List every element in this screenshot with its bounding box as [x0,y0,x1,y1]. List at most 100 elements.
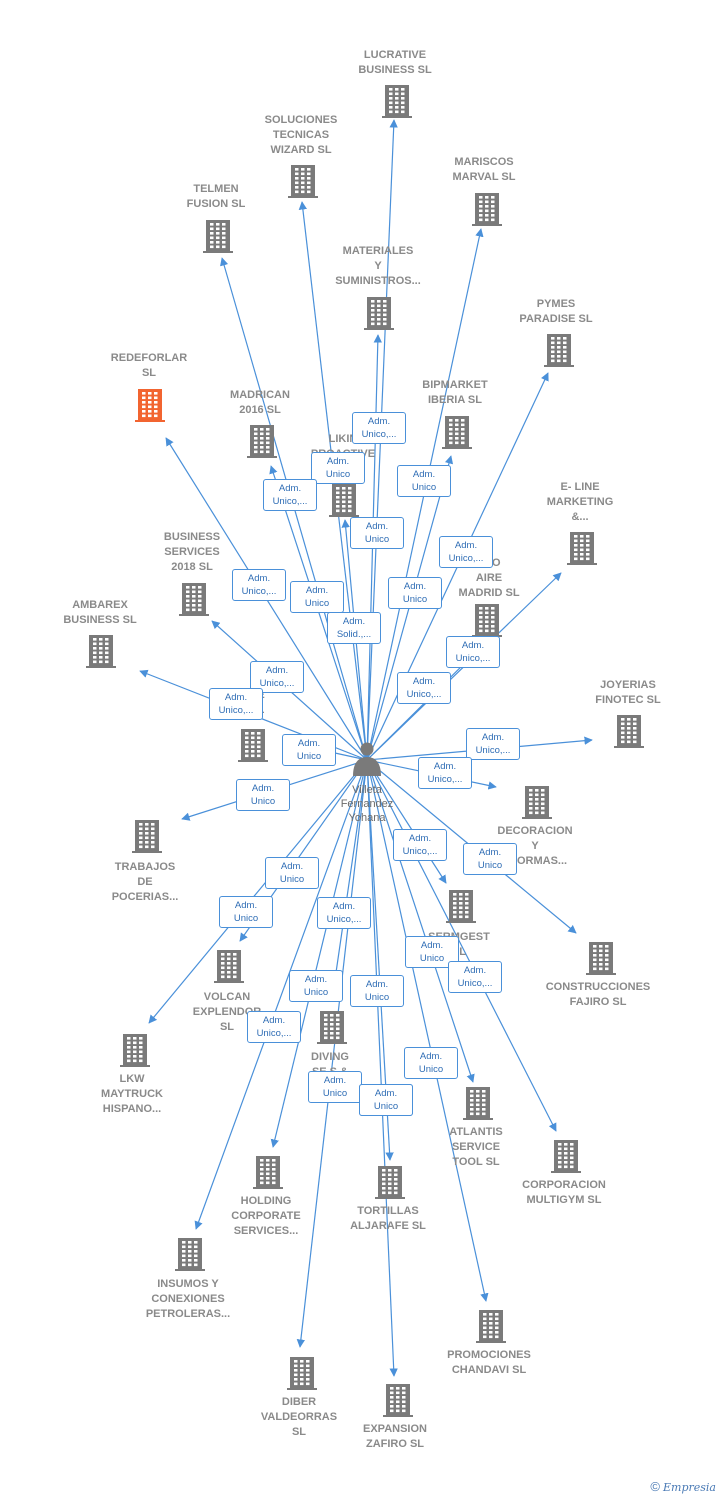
building-icon[interactable] [179,583,209,616]
building-icon[interactable] [317,1011,347,1044]
building-icon[interactable] [383,1384,413,1417]
company-label[interactable]: DECORACION Y EFORMAS... [497,825,573,867]
company-label[interactable]: LKW MAYTRUCK HISPANO... [101,1073,163,1115]
company-label[interactable]: TELMEN FUSION SL [186,183,246,210]
company-label[interactable]: LUCRATIVE BUSINESS SL [358,49,432,76]
ownership-edge [366,759,489,1302]
building-icon[interactable] [86,635,116,668]
building-icon[interactable] [442,416,472,449]
company-label[interactable]: JOYERIAS FINOTEC SL [595,679,661,706]
role-label[interactable]: Adm. Solid.,... [327,612,381,644]
role-label[interactable]: Adm. Unico [359,1084,413,1116]
building-icon[interactable] [586,942,616,975]
ownership-edge [328,759,368,1001]
role-label[interactable]: Adm. Unico [397,465,451,497]
company-label[interactable]: HOLDING CORPORATE SERVICES... [231,1195,301,1237]
building-icon[interactable] [522,786,552,819]
role-label[interactable]: Adm. Unico [236,779,290,811]
role-label[interactable]: Adm. Unico,... [247,1011,301,1043]
role-label[interactable]: Adm. Unico,... [439,536,493,568]
ownership-edge [366,759,398,1377]
role-label[interactable]: Adm. Unico [311,452,365,484]
role-label[interactable]: Adm. Unico [350,517,404,549]
ownership-edge [194,759,368,1230]
role-label[interactable]: Adm. Unico,... [317,897,371,929]
company-label[interactable]: MATERIALES Y SUMINISTROS... [335,245,421,287]
building-icon[interactable] [375,1166,405,1199]
building-icon[interactable] [329,484,359,517]
building-icon[interactable] [175,1238,205,1271]
role-label[interactable]: Adm. Unico [404,1047,458,1079]
role-label[interactable]: Adm. Unico [290,581,344,613]
building-icon[interactable] [132,820,162,853]
role-label[interactable]: Adm. Unico,... [232,569,286,601]
copyright-symbol: © [650,1479,660,1494]
role-label[interactable]: Adm. Unico [463,843,517,875]
building-icon[interactable] [238,729,268,762]
role-label[interactable]: Adm. Unico,... [466,728,520,760]
building-icon[interactable] [120,1034,150,1067]
ownership-edge [270,759,368,1148]
role-label[interactable]: Adm. Unico,... [448,961,502,993]
building-icon[interactable] [446,890,476,923]
role-label[interactable]: Adm. Unico,... [209,688,263,720]
role-label[interactable]: Adm. Unico [265,857,319,889]
role-label[interactable]: Adm. Unico,... [397,672,451,704]
building-icon[interactable] [253,1156,283,1189]
building-icon[interactable] [463,1087,493,1120]
person-name[interactable]: Villeta Fernandez Yohana [340,784,394,824]
company-label[interactable]: INSUMOS Y CONEXIONES PETROLERAS... [145,1278,231,1320]
building-icon[interactable] [247,425,277,458]
company-label[interactable]: CORPORACION MULTIGYM SL [522,1179,606,1206]
building-icon[interactable] [135,389,165,422]
role-label[interactable]: Adm. Unico [350,975,404,1007]
company-label[interactable]: AMBAREX BUSINESS SL [63,599,137,626]
role-label[interactable]: Adm. Unico,... [393,829,447,861]
building-icon[interactable] [214,950,244,983]
role-label[interactable]: Adm. Unico [388,577,442,609]
company-label[interactable]: TRABAJOS DE POCERIAS... [111,861,179,903]
role-label[interactable]: Adm. Unico,... [418,757,472,789]
company-label[interactable]: ATLANTIS SERVICE TOOL SL [449,1126,503,1168]
building-icon[interactable] [551,1140,581,1173]
company-label[interactable]: VOLCAN EXPLENDOR SL [192,991,262,1033]
company-label[interactable]: EXPANSION ZAFIRO SL [363,1423,427,1450]
company-label[interactable]: PROMOCIONES CHANDAVI SL [447,1349,531,1376]
footer: ©Empresia [650,1479,716,1494]
company-label[interactable]: MADRICAN 2016 SL [230,389,290,416]
building-icon[interactable] [544,334,574,367]
company-label[interactable]: MARISCOS MARVAL SL [452,156,516,183]
role-label[interactable]: Adm. Unico,... [263,479,317,511]
role-label[interactable]: Adm. Unico [282,734,336,766]
company-label[interactable]: BIPMARKET IBERIA SL [422,379,488,406]
company-label[interactable]: BUSINESS SERVICES 2018 SL [163,531,221,573]
company-label[interactable]: PYMES PARADISE SL [519,298,593,325]
company-label[interactable]: REDEFORLAR SL [110,352,188,379]
company-label[interactable]: E- LINE MARKETING &... [546,481,614,523]
building-icon[interactable] [614,715,644,748]
building-icon[interactable] [476,1310,506,1343]
company-label[interactable]: DIBER VALDEORRAS SL [260,1396,338,1438]
company-label[interactable]: TORTILLAS ALJARAFE SL [350,1205,426,1232]
building-icon[interactable] [288,165,318,198]
role-label[interactable]: Adm. Unico [308,1071,362,1103]
role-label[interactable]: Adm. Unico,... [352,412,406,444]
person-icon[interactable] [353,742,381,777]
company-label[interactable]: SOLUCIONES TECNICAS WIZARD SL [264,114,338,156]
building-icon[interactable] [567,532,597,565]
building-icon[interactable] [364,297,394,330]
building-icon[interactable] [472,604,502,637]
ownership-edge [366,759,557,1132]
building-icon[interactable] [472,193,502,226]
role-label[interactable]: Adm. Unico,... [446,636,500,668]
brand-logo[interactable]: Empresia [663,1481,716,1494]
role-label[interactable]: Adm. Unico [219,896,273,928]
building-icon[interactable] [287,1357,317,1390]
building-icon[interactable] [382,85,412,118]
company-label[interactable]: CONSTRUCCIONES FAJIRO SL [545,981,651,1008]
building-icon[interactable] [203,220,233,253]
role-label[interactable]: Adm. Unico [289,970,343,1002]
role-label[interactable]: Adm. Unico,... [250,661,304,693]
ownership-edge [269,465,368,761]
